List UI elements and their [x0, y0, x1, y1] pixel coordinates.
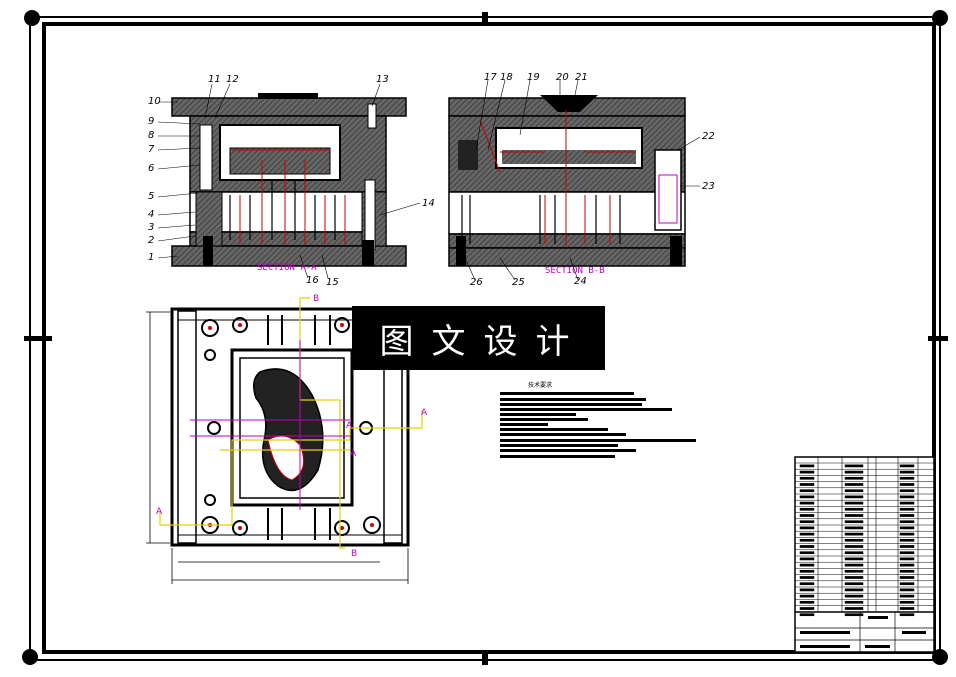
callout-19: 19 — [527, 72, 540, 83]
callout-22: 22 — [702, 131, 715, 142]
drawing-frame — [22, 10, 948, 665]
section-marker-a4: A — [350, 449, 357, 459]
callout-24: 24 — [574, 276, 587, 287]
section-label-bb: SECTION B-B — [545, 266, 605, 276]
callout-11: 11 — [208, 74, 221, 85]
title-block — [794, 456, 935, 653]
callout-16: 16 — [306, 275, 319, 286]
callout-4: 4 — [148, 209, 154, 220]
callout-5: 5 — [148, 191, 154, 202]
callout-15: 15 — [326, 277, 339, 288]
section-label-aa: SECTION A-A — [257, 263, 317, 273]
section-view-bb — [448, 95, 686, 267]
callout-14: 14 — [422, 198, 435, 209]
section-view-aa — [171, 93, 407, 267]
leader-lines — [157, 79, 701, 281]
section-marker-b1: B — [313, 294, 319, 304]
callout-25: 25 — [512, 277, 525, 288]
callout-12: 12 — [226, 74, 239, 85]
callout-1: 1 — [148, 252, 154, 263]
callout-17: 17 — [484, 72, 497, 83]
callout-26: 26 — [470, 277, 483, 288]
callout-20: 20 — [556, 72, 569, 83]
callout-18: 18 — [500, 72, 513, 83]
callout-23: 23 — [702, 181, 715, 192]
callout-21: 21 — [575, 72, 588, 83]
callout-3: 3 — [148, 222, 154, 233]
section-marker-a2: A — [421, 408, 428, 418]
callout-6: 6 — [148, 163, 154, 174]
tech-notes-title: 技术要求 — [528, 381, 552, 389]
callout-8: 8 — [148, 130, 154, 141]
callout-13: 13 — [376, 74, 389, 85]
section-marker-a1: A — [156, 507, 163, 517]
tech-notes-block — [500, 392, 696, 458]
section-marker-b2: B — [351, 549, 357, 559]
section-marker-a3: A — [346, 421, 353, 431]
callout-7: 7 — [148, 144, 155, 155]
callout-2: 2 — [148, 235, 154, 246]
callout-10: 10 — [148, 96, 161, 107]
watermark-banner: 图文设计 — [352, 306, 605, 370]
callout-9: 9 — [148, 116, 154, 127]
